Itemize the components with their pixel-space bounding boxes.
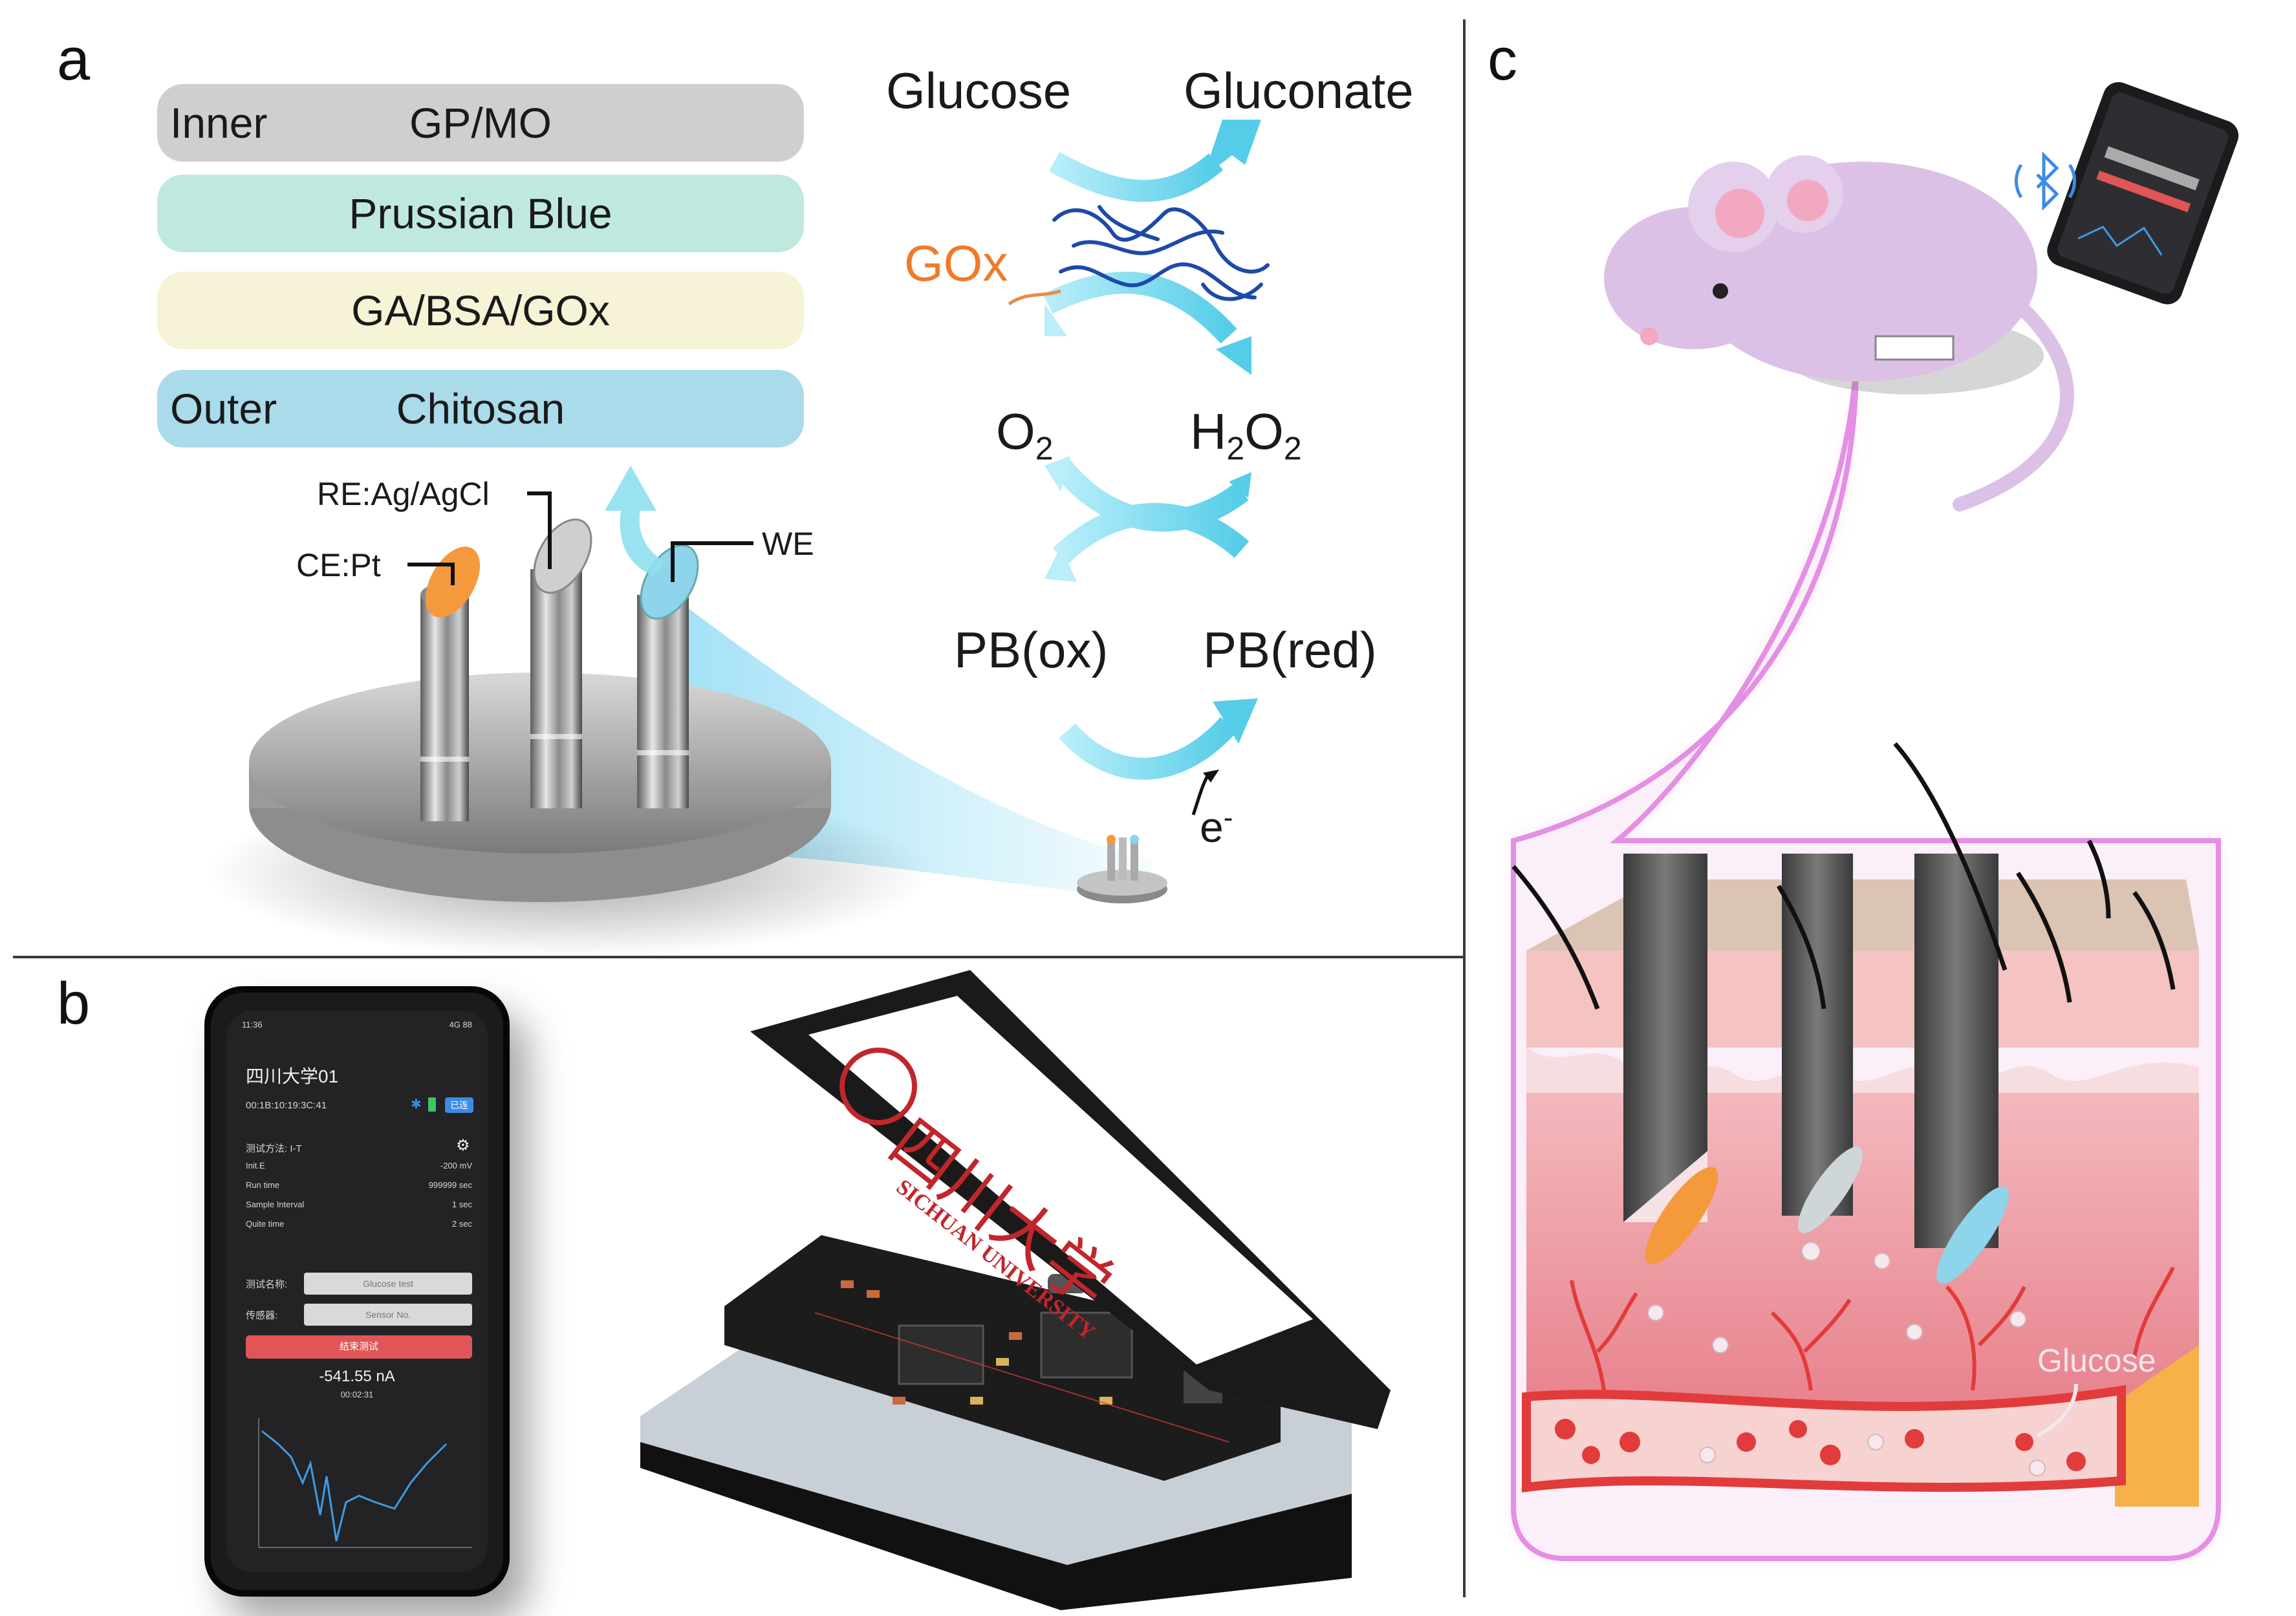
glucose-molecules [1647,1242,2046,1476]
sensor-field[interactable]: Sensor No. [304,1304,472,1326]
layer-ga-bsa-gox: GA/BSA/GOx [157,272,804,349]
gluconate-arrowhead [1203,120,1261,178]
current-reading: -541.55 nA [319,1368,395,1385]
gox-label: GOx [904,235,1008,292]
panel-label-c: c [1488,27,1517,92]
red-blood-cells [1555,1419,2086,1471]
re-leader [527,491,552,569]
pb-red-label: PB(red) [1203,621,1377,678]
method-label: 测试方法: I-T [246,1143,302,1154]
phone-screen: 11:36 4G 88 四川大学01 00:1B:10:19:3C:41 ✱ 已… [226,1011,488,1572]
test-name-label: 测试名称: [246,1279,288,1290]
h2o2-arrowhead [1216,336,1251,375]
sensor-label: 传感器: [246,1310,278,1321]
param-value: -200 mV [440,1161,472,1170]
layer-side-label: Outer [170,385,277,433]
bluetooth-icon: ✱ [411,1097,422,1112]
panel-divider-vertical [1463,19,1466,1597]
smartphone: 11:36 4G 88 四川大学01 00:1B:10:19:3C:41 ✱ 已… [204,986,510,1597]
mini-sensor [1077,835,1167,903]
settings-icon[interactable]: ⚙ [456,1137,470,1154]
capillaries [1570,1266,2175,1391]
mouse-sensor-patch [1874,335,1955,361]
fat-layer [2115,1345,2199,1507]
university-logo-seal [839,1048,917,1125]
ce-label: CE:Pt [296,547,381,583]
device-name: 四川大学01 [246,1066,339,1086]
param-key: Run time [246,1180,280,1190]
layer-prussian-blue: Prussian Blue [157,175,804,252]
ce-leader [407,563,455,585]
bluetooth-signal-icon [2015,151,2076,211]
reference-electrode [530,518,592,808]
status-time: 11:36 [242,1020,263,1029]
blood-vessel [1522,1384,2126,1492]
o2-label: O2 [996,403,1054,467]
electron-label: e- [1200,802,1233,851]
layer-label: GP/MO [409,99,552,147]
we-leader [671,541,753,582]
layer-label: GA/BSA/GOx [351,286,610,334]
gluconate-label: Gluconate [1184,62,1414,119]
elapsed-time: 00:02:31 [340,1390,374,1399]
panel-label-b: b [57,971,91,1037]
hairs [1511,742,2176,1010]
param-key: Sample Interval [246,1200,305,1209]
panel-label-a: a [57,27,91,92]
glucose-diffusion-arrow [2036,1383,2078,1438]
pb-cycle-arrows [1052,458,1250,565]
pcb-chips [814,1274,1229,1443]
panel-divider-horizontal [13,956,1464,958]
test-name-field[interactable]: Glucose test [304,1273,472,1295]
gox-protein [1052,205,1270,301]
we-to-layers-arrow [605,466,666,576]
h2o2-label: H2O2 [1190,403,1302,467]
layer-label: Chitosan [396,385,565,433]
layer-label: Prussian Blue [349,189,612,237]
layer-side-label: Inner [170,99,268,147]
battery-icon [428,1097,436,1112]
layer-inner-gp-mo: Inner GP/MO [157,84,804,162]
device-mac: 00:1B:10:19:3C:41 [246,1100,327,1111]
param-value: 2 sec [451,1219,472,1229]
param-value: 999999 sec [428,1180,472,1190]
status-indicators: 4G 88 [449,1020,472,1029]
glucose-label: Glucose [886,62,1072,119]
re-label: RE:Ag/AgCl [317,476,490,512]
param-value: 1 sec [451,1200,472,1209]
mouse [1604,155,2074,512]
stop-test-button[interactable]: 结束测试 [246,1335,472,1359]
we-label: WE [762,526,814,562]
layer-outer-chitosan: Outer Chitosan [157,370,804,447]
electron-arrow [1059,716,1237,780]
phone-current-plot [258,1418,472,1548]
lid-label-panel [808,996,1313,1364]
mini-phone [2047,81,2239,305]
connection-badge[interactable]: 已连 [445,1097,473,1113]
param-key: Quite time [246,1219,285,1229]
microneedle-we [1914,854,2009,1284]
microneedle-ce [1623,854,1718,1265]
glucose-skin-label: Glucose [2037,1342,2156,1379]
pb-ox-label: PB(ox) [954,621,1109,678]
param-key: Init.E [246,1161,265,1170]
